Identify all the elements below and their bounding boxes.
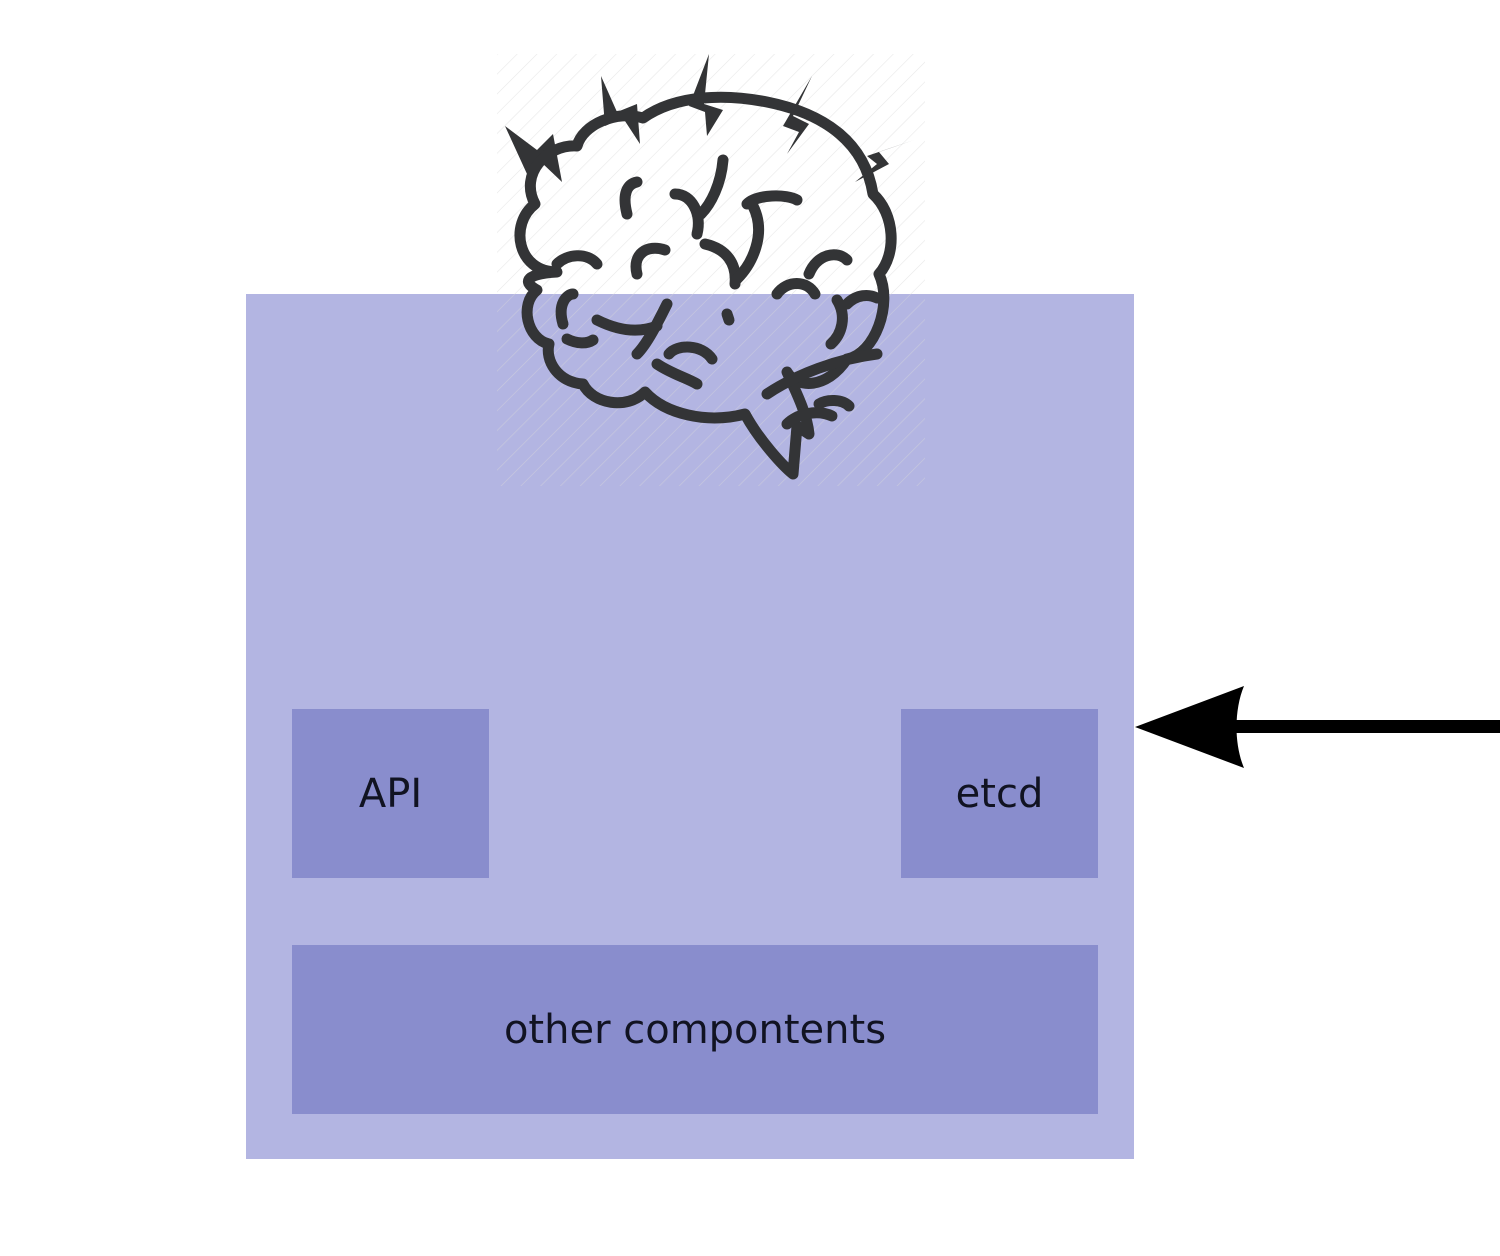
lightning-bolt-icon [601,76,640,144]
incoming-arrow [1130,680,1500,775]
other-components: other compontents [292,945,1098,1114]
arrow-shaft [1230,720,1500,733]
lightning-bolt-icon [505,126,562,182]
other-components-label: other compontents [503,1006,887,1053]
arrow-head [1135,686,1244,768]
brain-icon-wrapper [497,54,925,486]
brain-with-lightning-icon [497,54,925,486]
arrow-left-icon [1135,686,1500,768]
api-label: API [358,770,423,817]
lightning-bolt-icon [783,76,812,154]
etcd-component: etcd [901,709,1098,878]
lightning-bolt-icon [689,54,723,136]
etcd-label: etcd [955,770,1044,817]
brain-shape [514,91,897,480]
api-component: API [292,709,489,878]
